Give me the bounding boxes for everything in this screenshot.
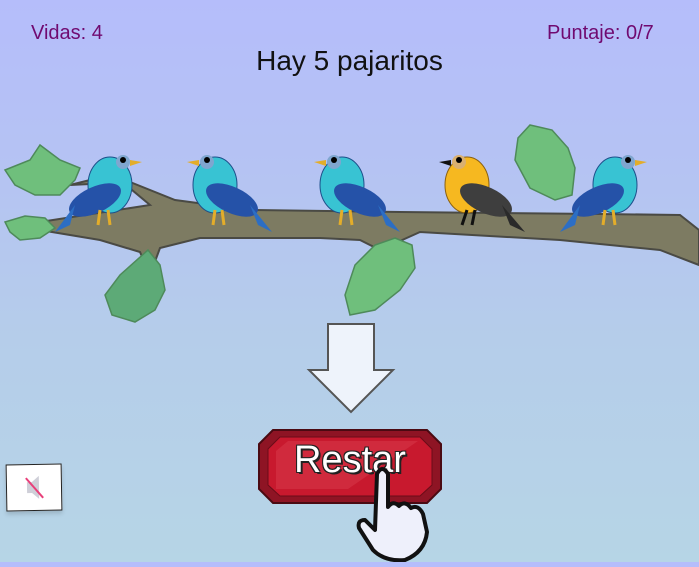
- question-text: Hay 5 pajaritos: [256, 45, 443, 76]
- score-counter: Puntaje: 0/7: [547, 22, 654, 44]
- lives-counter: Vidas: 4: [31, 22, 103, 44]
- bird-4-yellow: [439, 155, 525, 232]
- leaf-icon: [514, 124, 576, 201]
- branch-scene: [0, 115, 699, 330]
- subtract-button-label: Restar: [294, 439, 406, 481]
- leaf-icon: [104, 248, 166, 323]
- bird-2: [187, 155, 272, 232]
- speaker-muted-icon: [25, 475, 44, 499]
- mute-button[interactable]: [5, 463, 63, 512]
- leaf-icon: [344, 237, 416, 316]
- bird-3: [314, 155, 400, 232]
- subtract-button[interactable]: Restar: [258, 429, 442, 504]
- arrow-down-icon: [306, 322, 396, 414]
- bird-5: [560, 155, 647, 232]
- leaf-icon: [3, 143, 81, 196]
- bird-1: [55, 155, 142, 232]
- leaf-icon: [3, 215, 57, 241]
